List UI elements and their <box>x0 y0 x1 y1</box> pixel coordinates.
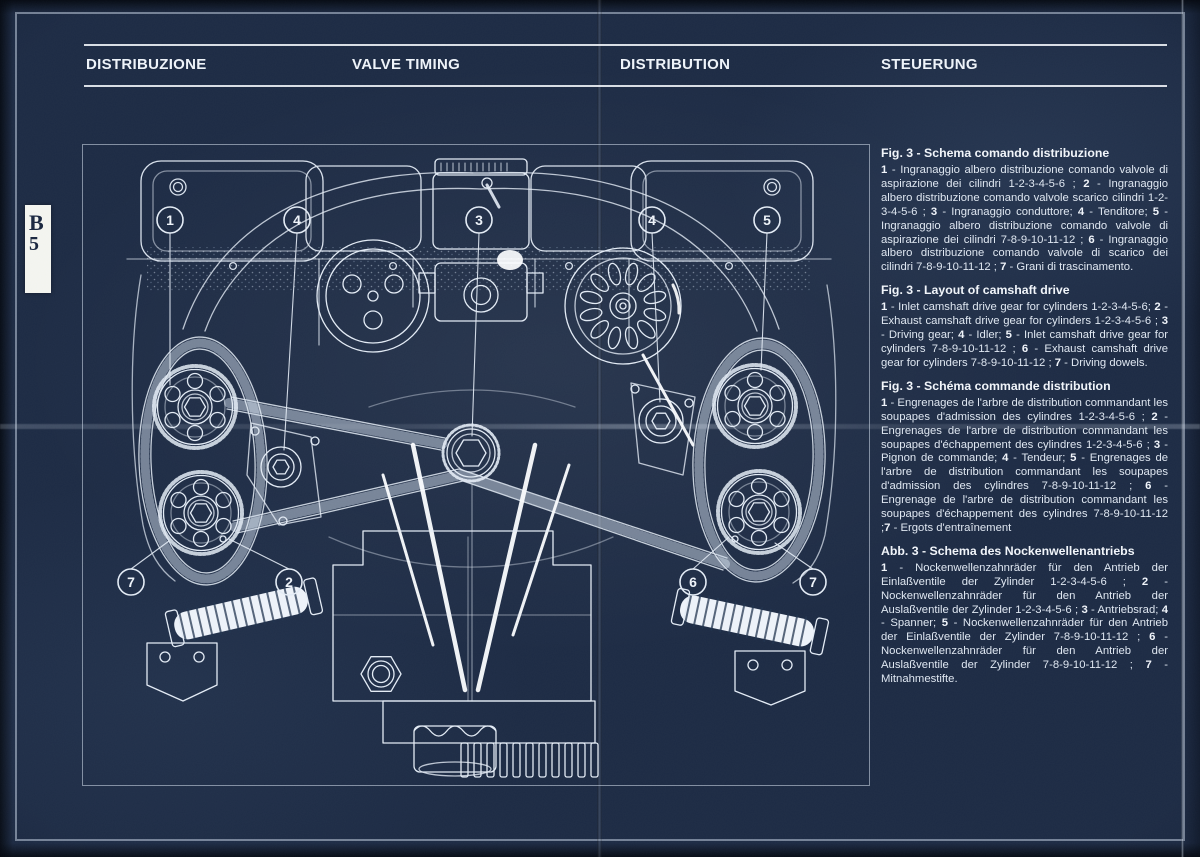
header-title-italian: DISTRIBUZIONE <box>86 56 207 73</box>
caption-heading-italian: Fig. 3 - Schema comando distribuzione <box>881 146 1110 160</box>
engine-diagram: 1 4 3 4 5 7 2 6 7 <box>117 158 837 778</box>
caption-heading-german: Abb. 3 - Schema des Nockenwellenantriebs <box>881 543 1135 558</box>
caption-heading-french: Fig. 3 - Schéma commande distribution <box>881 378 1111 393</box>
coolant-hose-left <box>164 577 324 648</box>
svg-text:1: 1 <box>166 212 174 228</box>
timing-belt-runs <box>224 396 730 571</box>
inlet-cam-gear-1 <box>152 364 238 450</box>
caption-german: Abb. 3 - Schema des Nockenwellenantriebs… <box>881 544 1168 687</box>
section-tab-letter: B <box>29 210 44 235</box>
figure-frame: 1 4 3 4 5 7 2 6 7 <box>82 144 870 786</box>
oil-sump <box>332 530 599 778</box>
inlet-cam-gear-5 <box>712 363 798 449</box>
callout-7-left: 7 <box>117 568 145 596</box>
caption-body-french: 1 - Engrenages de l'arbre de distributio… <box>881 396 1169 534</box>
coolant-hose-right <box>670 587 830 656</box>
driving-dowel-left <box>219 535 227 543</box>
exhaust-cam-gear-6 <box>716 469 802 555</box>
callout-3: 3 <box>465 206 493 234</box>
callout-1: 1 <box>156 206 184 234</box>
highlight-blob <box>497 250 523 270</box>
svg-text:4: 4 <box>648 212 656 228</box>
caption-column: Fig. 3 - Schema comando distribuzione 1 … <box>881 146 1168 687</box>
svg-text:6: 6 <box>689 574 697 590</box>
intake-plenum <box>418 158 544 322</box>
engine-mount-left <box>146 642 218 702</box>
caption-body-italian: 1 - Ingranaggio albero distribuzione com… <box>881 164 1169 274</box>
speckle-band <box>147 247 811 291</box>
caption-italian: Fig. 3 - Schema comando distribuzione 1 … <box>881 146 1168 275</box>
header-title-german: STEUERUNG <box>881 56 978 73</box>
caption-heading-english: Fig. 3 - Layout of camshaft drive <box>881 283 1070 298</box>
caption-body-english: 1 - Inlet camshaft drive gear for cylind… <box>881 301 1168 369</box>
header-rule-top <box>84 44 1167 46</box>
svg-text:7: 7 <box>127 574 135 590</box>
callout-5: 5 <box>753 206 781 234</box>
driving-gear-3 <box>441 423 501 702</box>
callout-7-right: 7 <box>799 568 827 596</box>
caption-english: Fig. 3 - Layout of camshaft drive 1 - In… <box>881 283 1168 371</box>
oil-filter <box>413 725 497 777</box>
header-rule-bottom <box>84 85 1167 87</box>
caption-french: Fig. 3 - Schéma commande distribution 1 … <box>881 379 1168 536</box>
exhaust-cam-gear-2 <box>158 470 244 556</box>
svg-text:5: 5 <box>763 212 771 228</box>
header-title-french: DISTRIBUTION <box>620 56 731 73</box>
svg-text:3: 3 <box>475 212 483 228</box>
callout-6: 6 <box>679 568 707 596</box>
caption-body-german: 1 - Nockenwellenzahnräder für den Antrie… <box>881 561 1169 686</box>
svg-text:4: 4 <box>293 212 301 228</box>
engine-mount-right <box>734 650 806 706</box>
header-title-english: VALVE TIMING <box>352 56 461 73</box>
svg-text:2: 2 <box>285 574 293 590</box>
section-tab-b5: B 5 <box>25 205 51 293</box>
section-tab-number: 5 <box>29 233 39 256</box>
svg-text:7: 7 <box>809 574 817 590</box>
